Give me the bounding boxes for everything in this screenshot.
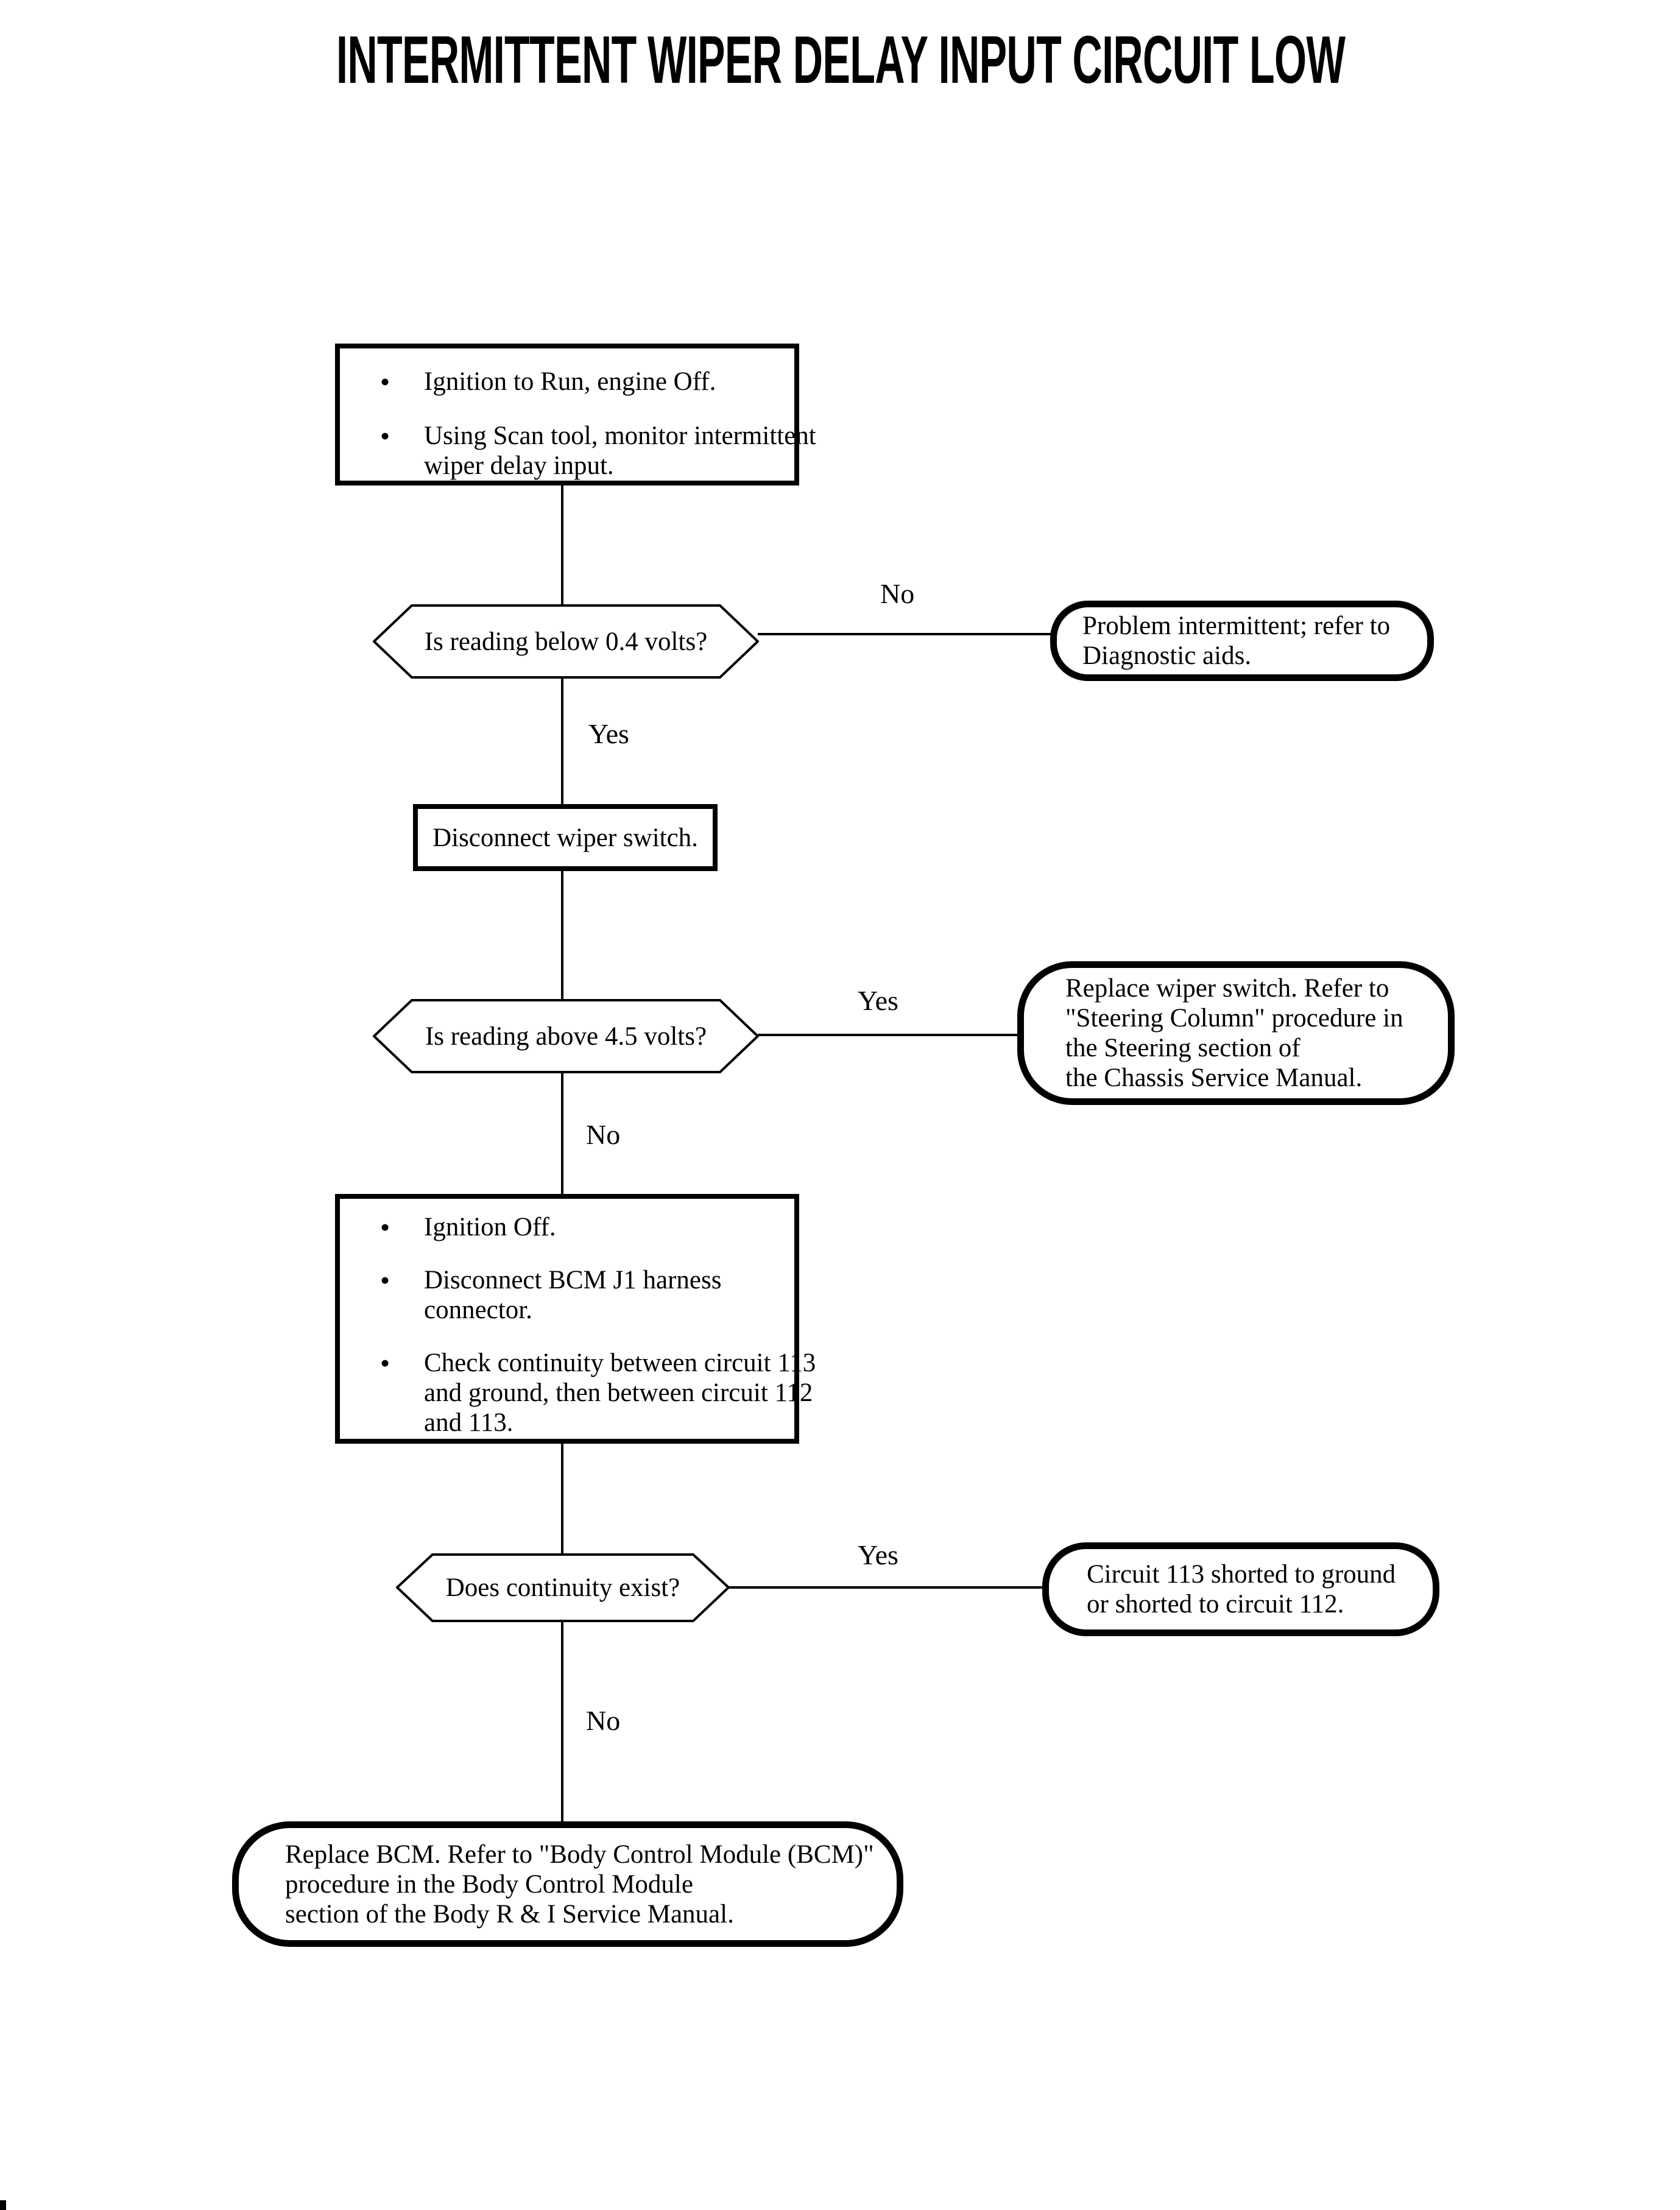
bullet-icon: • (380, 1265, 390, 1296)
decision2-text: Is reading above 4.5 volts? (425, 1022, 707, 1051)
bullet-item: • Ignition Off. (378, 1212, 788, 1242)
branch-label-no-3: No (586, 1705, 621, 1736)
terminal-replace-bcm: Replace BCM. Refer to "Body Control Modu… (232, 1821, 903, 1947)
branch-label-no-2: No (586, 1119, 621, 1150)
page-title: INTERMITTENT WIPER DELAY INPUT CIRCUIT L… (336, 23, 1346, 97)
connector-decision3-yes (729, 1586, 1045, 1589)
check-step-box: • Ignition Off. • Disconnect BCM J1 harn… (335, 1194, 816, 1444)
decision3-hexagon: Does continuity exist? (396, 1553, 730, 1622)
branch-label-yes-1: Yes (588, 718, 629, 749)
action-disconnect-wiper-text: Disconnect wiper switch. (432, 823, 698, 852)
connector-decision1-yes (561, 677, 563, 805)
connector-action-to-decision2 (561, 871, 563, 1000)
bullet-item: • Ignition to Run, engine Off. (378, 367, 782, 397)
bullet-icon: • (380, 1347, 390, 1379)
bullet-text: Disconnect BCM J1 harness connector. (424, 1266, 722, 1324)
bullet-icon: • (380, 1212, 390, 1243)
connector-decision2-yes (758, 1034, 1020, 1036)
scan-artifact-dot (0, 2200, 6, 2210)
bullet-text: Using Scan tool, monitor intermittent wi… (424, 422, 816, 480)
bullet-item: • Check continuity between circuit 113 a… (378, 1347, 816, 1438)
connector-decision1-no (758, 633, 1053, 635)
connector-check-to-decision3 (561, 1444, 563, 1556)
bullet-text: Ignition Off. (424, 1213, 556, 1241)
bullet-icon: • (380, 366, 390, 397)
action-disconnect-wiper-box: Disconnect wiper switch. (413, 804, 718, 871)
terminal-replace-wiper-switch: Replace wiper switch. Refer to "Steering… (1017, 961, 1455, 1105)
connector-start-to-decision1 (561, 485, 563, 605)
decision1-hexagon: Is reading below 0.4 volts? (373, 604, 759, 679)
decision1-text: Is reading below 0.4 volts? (424, 627, 708, 656)
branch-label-no-1: No (880, 578, 915, 609)
decision3-text: Does continuity exist? (445, 1573, 680, 1602)
bullet-item: • Using Scan tool, monitor intermittent … (378, 420, 816, 481)
start-step-bullet-list: • Ignition to Run, engine Off. • Using S… (340, 348, 816, 481)
terminal-problem-intermittent: Problem intermittent; refer to Diagnosti… (1050, 601, 1434, 681)
start-step-box: • Ignition to Run, engine Off. • Using S… (335, 344, 816, 485)
bullet-icon: • (380, 420, 390, 451)
bullet-text: Check continuity between circuit 113 and… (424, 1349, 816, 1437)
terminal-circuit-shorted: Circuit 113 shorted to ground or shorted… (1042, 1542, 1439, 1636)
connector-decision3-no (561, 1621, 563, 1823)
bullet-item: • Disconnect BCM J1 harness connector. (378, 1265, 788, 1325)
branch-label-yes-3: Yes (858, 1539, 898, 1570)
hexagon-outline-icon (373, 999, 759, 1073)
bullet-text: Ignition to Run, engine Off. (424, 367, 716, 396)
branch-label-yes-2: Yes (858, 985, 898, 1016)
hexagon-outline-icon (373, 604, 759, 679)
connector-decision2-no (561, 1072, 563, 1195)
decision2-hexagon: Is reading above 4.5 volts? (373, 999, 759, 1073)
check-step-bullet-list: • Ignition Off. • Disconnect BCM J1 harn… (340, 1199, 816, 1438)
